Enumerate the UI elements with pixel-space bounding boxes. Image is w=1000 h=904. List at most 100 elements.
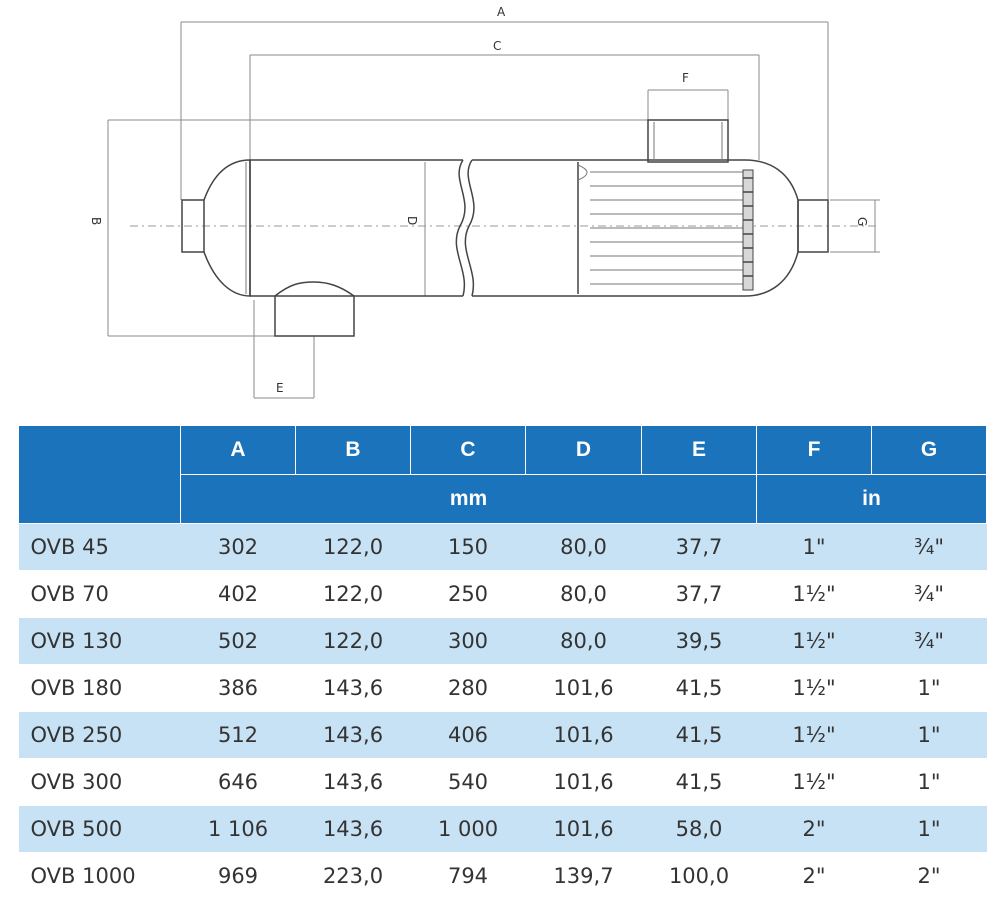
shell-left [250, 159, 463, 297]
left-dome [203, 159, 251, 297]
value-cell-e: 100,0 [641, 852, 757, 900]
value-cell-g: ¾" [871, 523, 987, 571]
value-cell-b: 223,0 [295, 852, 411, 900]
value-cell-c: 540 [410, 758, 526, 806]
top-port [647, 119, 729, 163]
value-cell-g: 2" [871, 852, 987, 900]
value-cell-d: 80,0 [525, 617, 642, 665]
value-cell-e: 37,7 [641, 570, 757, 618]
value-cell-f: 1½" [756, 664, 872, 712]
value-cell-f: 1½" [756, 570, 872, 618]
value-cell-f: 1½" [756, 758, 872, 806]
value-cell-g: 1" [871, 805, 987, 853]
value-cell-e: 41,5 [641, 758, 757, 806]
model-cell: OVB 45 [18, 523, 181, 571]
dimension-c: C [249, 39, 760, 160]
value-cell-a: 512 [180, 711, 296, 759]
label-g: G [855, 217, 869, 226]
value-cell-b: 122,0 [295, 570, 411, 618]
header-b: B [295, 425, 411, 475]
model-cell: OVB 70 [18, 570, 181, 618]
header-c: C [410, 425, 526, 475]
value-cell-f: 1½" [756, 711, 872, 759]
label-b: B [89, 217, 103, 225]
value-cell-g: 1" [871, 664, 987, 712]
label-f: F [682, 71, 689, 85]
value-cell-b: 122,0 [295, 523, 411, 571]
value-cell-b: 143,6 [295, 711, 411, 759]
value-cell-c: 406 [410, 711, 526, 759]
value-cell-b: 143,6 [295, 758, 411, 806]
heat-exchanger-drawing: A C F B E D G [89, 5, 880, 399]
value-cell-c: 150 [410, 523, 526, 571]
value-cell-d: 101,6 [525, 711, 642, 759]
dimension-f: F [647, 71, 729, 120]
header-d: D [525, 425, 642, 475]
value-cell-c: 280 [410, 664, 526, 712]
header-a: A [180, 425, 296, 475]
model-cell: OVB 1000 [18, 852, 181, 900]
right-outlet [797, 199, 829, 253]
value-cell-e: 58,0 [641, 805, 757, 853]
unit-row: mm in [19, 474, 987, 524]
value-cell-c: 250 [410, 570, 526, 618]
value-cell-c: 794 [410, 852, 526, 900]
break-line-left [455, 159, 466, 297]
value-cell-b: 143,6 [295, 664, 411, 712]
value-cell-d: 101,6 [525, 664, 642, 712]
value-cell-a: 502 [180, 617, 296, 665]
bottom-port [274, 281, 355, 337]
model-cell: OVB 300 [18, 758, 181, 806]
dimension-e: E [253, 300, 315, 399]
value-cell-a: 1 106 [180, 805, 296, 853]
value-cell-d: 139,7 [525, 852, 642, 900]
label-d: D [405, 216, 419, 225]
model-cell: OVB 500 [18, 805, 181, 853]
header-g: G [871, 425, 987, 475]
value-cell-a: 386 [180, 664, 296, 712]
value-cell-e: 37,7 [641, 523, 757, 571]
value-cell-a: 302 [180, 523, 296, 571]
dimension-b: B [89, 119, 648, 337]
value-cell-f: 1" [756, 523, 872, 571]
shell-right [472, 159, 745, 297]
dimension-d: D [405, 162, 426, 296]
label-e: E [276, 381, 284, 395]
header-row: A B C D E F G [18, 425, 987, 524]
value-cell-g: 1" [871, 711, 987, 759]
left-inlet [181, 199, 205, 253]
header-e: E [641, 425, 757, 475]
header-f: F [756, 425, 872, 475]
value-cell-b: 122,0 [295, 617, 411, 665]
value-cell-f: 2" [756, 805, 872, 853]
value-cell-g: ¾" [871, 570, 987, 618]
value-cell-f: 1½" [756, 617, 872, 665]
value-cell-a: 402 [180, 570, 296, 618]
value-cell-a: 646 [180, 758, 296, 806]
model-cell: OVB 180 [18, 664, 181, 712]
break-line-right [464, 159, 475, 297]
label-c: C [493, 39, 501, 53]
value-cell-f: 2" [756, 852, 872, 900]
model-cell: OVB 250 [18, 711, 181, 759]
value-cell-b: 143,6 [295, 805, 411, 853]
value-cell-d: 80,0 [525, 523, 642, 571]
model-cell: OVB 130 [18, 617, 181, 665]
value-cell-e: 41,5 [641, 664, 757, 712]
value-cell-g: 1" [871, 758, 987, 806]
value-cell-c: 300 [410, 617, 526, 665]
value-cell-e: 39,5 [641, 617, 757, 665]
tube-bundle [577, 162, 754, 294]
value-cell-g: ¾" [871, 617, 987, 665]
header-corner [18, 425, 181, 524]
dimension-a: A [180, 5, 829, 200]
